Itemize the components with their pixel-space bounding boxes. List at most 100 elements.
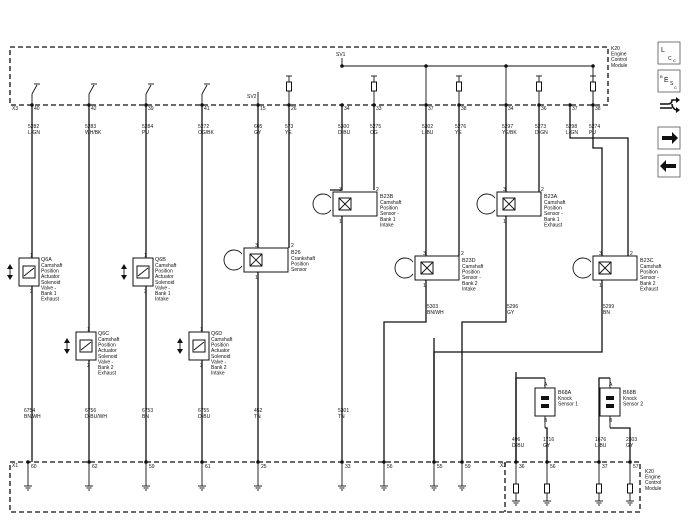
arrow-right-icon[interactable] xyxy=(657,126,681,150)
top-module-outline xyxy=(9,46,609,106)
solenoid-valve-arrows xyxy=(7,264,13,280)
sensor-ref: B23B xyxy=(380,194,394,200)
solenoid-desc-line: Actuator xyxy=(155,274,174,280)
esc-letter: C xyxy=(674,85,677,90)
connector-x2: X2 xyxy=(500,463,506,469)
bottom-pin-number: 37 xyxy=(602,464,608,470)
sensor-element-mark xyxy=(249,253,263,267)
top-pin-number: 40 xyxy=(34,106,40,112)
solenoid-ref: Q6D xyxy=(211,331,222,337)
solenoid-desc-line: Camshaft xyxy=(41,263,63,269)
fork-arrow-icon[interactable] xyxy=(660,97,680,113)
solenoid-desc-line: Bank 1 xyxy=(155,291,171,297)
knock-desc-line: Knock xyxy=(623,396,637,402)
top-circuit-number: 5282 xyxy=(28,124,39,130)
sensor-desc-line: Camshaft xyxy=(462,264,484,270)
bottom-circuit-number: 1716 xyxy=(543,437,554,443)
bottom-pin-number: 56 xyxy=(550,464,556,470)
solenoid-desc-line: Exhaust xyxy=(41,297,60,303)
sensor-desc-line: Intake xyxy=(380,222,394,228)
top-wire-color: L-GN xyxy=(566,130,578,136)
solenoid-desc-line: Camshaft xyxy=(211,337,233,343)
b23c-signal-wire xyxy=(433,280,603,462)
top-wire-color: YE/BK xyxy=(502,130,517,136)
bottom-pin-number: 59 xyxy=(465,464,471,470)
solenoid-pin-top: 1 xyxy=(30,253,33,259)
top-circuit-number: 5302 xyxy=(422,124,433,130)
top-wire-color: D-GN xyxy=(535,130,548,136)
solenoid-desc-line: Actuator xyxy=(98,348,117,354)
knock-a-wire xyxy=(515,377,545,462)
b23a-signal-wire xyxy=(461,216,507,462)
top-wire-color: D-BU xyxy=(338,130,351,136)
top-circuit-number: 5273 xyxy=(535,124,546,130)
bottom-circuit-number: 6754 xyxy=(24,408,35,414)
knock-b-wire xyxy=(545,427,548,462)
knock-element xyxy=(541,404,549,408)
switch-contact xyxy=(145,84,152,95)
solenoid-ref: Q6A xyxy=(41,257,52,263)
esc-letter: S xyxy=(670,81,674,87)
splice-sv2: SV2 xyxy=(247,94,257,100)
sensor-element-mark xyxy=(420,261,434,275)
lc-letter: C xyxy=(673,58,676,63)
top-circuit-number: 573 xyxy=(285,124,294,130)
bottom-wire-color: D-BU/WH xyxy=(85,414,107,420)
switch-contact xyxy=(201,84,208,95)
switch-contact xyxy=(31,84,38,95)
sensor-reluctor-symbol xyxy=(394,257,414,279)
esc-letter: B xyxy=(660,74,663,79)
sensor-ref: B23D xyxy=(462,258,476,264)
sensor-desc-line: Position xyxy=(544,206,562,212)
bottom-wire-color: D-BU xyxy=(198,414,211,420)
top-pin-number: 37 xyxy=(428,106,434,112)
sensor-reluctor-symbol xyxy=(476,193,496,215)
sensor-pin-3: 3 xyxy=(599,251,602,257)
solenoid-pin-bottom: 2 xyxy=(30,289,33,295)
sensor-reluctor-symbol xyxy=(312,193,332,215)
solenoid-desc-line: Valve - xyxy=(98,359,114,365)
top-circuit-number: 5283 xyxy=(85,124,96,130)
esc-connector-icon-frame[interactable] xyxy=(657,69,681,93)
b23d-signal-wire xyxy=(383,280,427,462)
fork-arrow-shape xyxy=(660,99,677,111)
solenoid-desc-line: Position xyxy=(211,343,229,349)
splice-dot xyxy=(424,64,428,68)
sensor-desc-line: Position xyxy=(462,270,480,276)
splice-sv1: SV1 xyxy=(336,52,346,58)
lc-connector-icon-frame[interactable] xyxy=(657,41,681,65)
arrow-right-shape xyxy=(662,132,678,144)
sensor-pin-3: 3 xyxy=(339,187,342,193)
bottom-pin-number: 33 xyxy=(345,464,351,470)
arrow-left-icon[interactable] xyxy=(657,154,681,178)
sensor-desc-line: Bank 1 xyxy=(544,217,560,223)
top-pin-number: 36 xyxy=(541,106,547,112)
knock-desc-line: Sensor 1 xyxy=(558,402,578,408)
solenoid-pin-top: 1 xyxy=(144,253,147,259)
knock-a-wire xyxy=(598,377,610,462)
sensor-element-mark xyxy=(502,197,516,211)
top-pin-number: 41 xyxy=(204,106,210,112)
bottom-circuit-number: 6755 xyxy=(198,408,209,414)
knock-ref: B68A xyxy=(558,390,572,396)
top-pin-number: 37 xyxy=(572,106,578,112)
sensor-return-color: GY xyxy=(507,310,515,316)
solenoid-desc-line: Valve - xyxy=(41,285,57,291)
sensor-element-mark xyxy=(598,261,612,275)
solenoid-pin-top: 1 xyxy=(87,327,90,333)
top-wire-color: PU xyxy=(589,130,596,136)
sensor-desc-line: Camshaft xyxy=(640,264,662,270)
sensor-pin-1: 1 xyxy=(599,283,602,289)
top-pin-number: 34 xyxy=(508,106,514,112)
solenoid-desc-line: Solenoid xyxy=(155,280,175,286)
knock-element xyxy=(541,396,549,400)
sensor-return-color: BN xyxy=(603,310,610,316)
switch-contact xyxy=(88,84,95,95)
bottom-circuit-number: 5301 xyxy=(338,408,349,414)
solenoid-coil-mark xyxy=(137,267,149,277)
sensor-desc-line: Bank 1 xyxy=(380,217,396,223)
top-circuit-number: 5300 xyxy=(338,124,349,130)
